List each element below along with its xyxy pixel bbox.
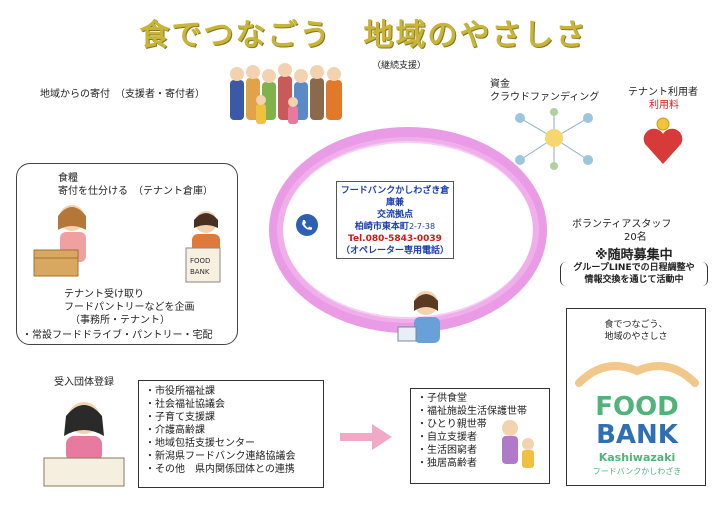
center-line-1: フードバンクかしわざき倉庫兼	[340, 186, 450, 208]
logo-brand-3: Kashiwazaki	[598, 451, 676, 464]
tenant-fee-label: テナント利用者	[628, 87, 698, 98]
beneficiary-item: ・自立支援者	[417, 432, 477, 443]
warehouse-line-5: （事務所・テナント）	[70, 315, 170, 326]
warehouse-line-3: テナント受け取り	[64, 289, 144, 300]
warehouse-line-2: 寄付を仕分ける （テナント倉庫）	[58, 186, 213, 197]
heart-coin-icon	[640, 116, 686, 168]
funding-label-1: 資金	[490, 79, 510, 90]
beneficiary-item: ・独居高齢者	[417, 458, 477, 469]
volunteer-note: グループLINEでの日程調整や 情報交換を通じて活動中	[560, 262, 708, 286]
volunteer-line-2: 20名	[624, 232, 647, 243]
logo-brand-1: FOOD	[595, 392, 679, 422]
logo-slogan-2: 地域のやさしさ	[604, 332, 668, 342]
warehouse-line-1: 食糧	[58, 173, 78, 184]
beneficiary-item: ・生活困窮者	[417, 445, 477, 456]
svg-text:BANK: BANK	[190, 268, 210, 276]
logo-slogan-1: 食でつなごう、	[604, 320, 668, 330]
cycle-ring	[269, 127, 547, 333]
volunteer-line-1: ボランティアスタッフ	[572, 219, 672, 230]
parent-child-icon	[492, 418, 540, 476]
volunteer-recruiting: ※随時募集中	[595, 248, 673, 263]
logo-brand-2: BANK	[596, 420, 678, 450]
svg-text:FOOD: FOOD	[190, 257, 210, 265]
center-line-2: 交流拠点	[376, 210, 413, 220]
organization-item: ・その他 県内関係団体との連携	[145, 464, 295, 475]
center-info-box: フードバンクかしわざき倉庫兼 交流拠点 柏崎市東本町2-7-38 Tel.080…	[336, 181, 454, 259]
beneficiary-item: ・子供食堂	[417, 393, 467, 404]
funding-label-2: クラウドファンディング	[490, 92, 600, 103]
subtitle: （継続支援）	[372, 61, 427, 71]
organization-item: ・介護高齢課	[145, 425, 205, 436]
sorting-woman-icon	[30, 200, 102, 282]
logo-brand-4: フードバンクかしわざき	[592, 467, 682, 476]
donation-label: 地域からの寄付 （支援者・寄付者）	[40, 89, 205, 100]
supporters-illustration-icon	[228, 60, 348, 132]
crowdfunding-network-icon	[510, 108, 598, 170]
organizations-box: ・市役所福祉課・社会福祉協議会・子育て支援課・介護高齢課・地域包括支援センター・…	[138, 380, 324, 488]
organization-item: ・新潟県フードバンク連絡協議会	[145, 451, 296, 462]
hands-icon	[575, 353, 699, 389]
phone-icon[interactable]	[296, 214, 318, 236]
center-address: 柏崎市東本町2-7-38	[354, 222, 436, 232]
operator-icon	[396, 287, 454, 349]
beneficiary-item: ・ひとり親世帯	[417, 419, 487, 430]
recipient-label: 受入団体登録	[54, 377, 114, 388]
foodbank-logo-box: 食でつなごう、 地域のやさしさ FOOD BANK Kashiwazaki フー…	[566, 308, 706, 486]
organization-item: ・地域包括支援センター	[145, 438, 255, 449]
page-title: 食でつなごう 地域のやさしさ	[139, 18, 588, 53]
tenant-fee-sublabel: 利用料	[649, 100, 679, 111]
organizations-list: ・市役所福祉課・社会福祉協議会・子育て支援課・介護高齢課・地域包括支援センター・…	[145, 385, 317, 476]
warehouse-line-4: フードパントリーなどを企画	[64, 302, 195, 313]
center-line-5: （オペレーター専用電話）	[340, 246, 449, 256]
beneficiary-item: ・福祉施設生活保護世帯	[417, 406, 527, 417]
foodbank-staff-icon: FOOD BANK	[182, 208, 230, 294]
arrow-right-icon	[340, 424, 392, 450]
organization-item: ・社会福祉協議会	[145, 399, 225, 410]
organization-item: ・市役所福祉課	[145, 386, 215, 397]
reception-woman-icon	[38, 392, 130, 490]
organization-item: ・子育て支援課	[145, 412, 215, 423]
warehouse-line-6: ・常設フードドライブ・パントリー・宅配	[22, 330, 213, 341]
beneficiaries-list: ・子供食堂・福祉施設生活保護世帯・ひとり親世帯・自立支援者・生活困窮者・独居高齢…	[417, 392, 543, 470]
center-phone[interactable]: Tel.080-5843-0039	[348, 234, 442, 244]
